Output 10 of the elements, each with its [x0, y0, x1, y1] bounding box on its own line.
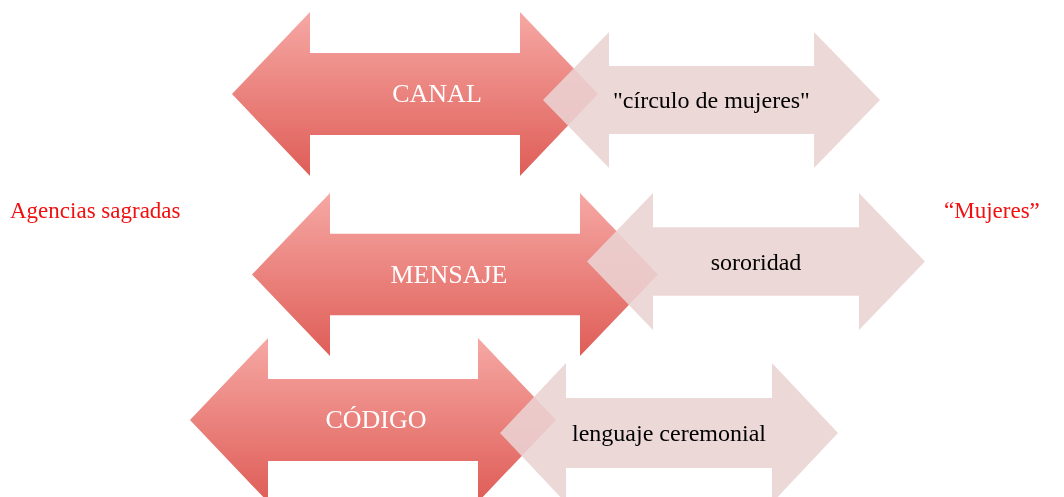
double-arrow-shape	[587, 193, 925, 330]
side-label: Agencias sagradas	[10, 198, 181, 224]
arrow-label: sororidad	[709, 248, 803, 275]
arrow-label: CÓDIGO	[324, 405, 428, 435]
arrow-label: MENSAJE	[389, 259, 509, 290]
double-arrow-shape	[543, 32, 880, 168]
arrow-label: "círculo de mujeres"	[612, 86, 811, 114]
double-arrow-shape	[500, 363, 838, 497]
side-label: “Mujeres”	[944, 198, 1040, 224]
arrow-label: lenguaje ceremonial	[571, 419, 767, 447]
